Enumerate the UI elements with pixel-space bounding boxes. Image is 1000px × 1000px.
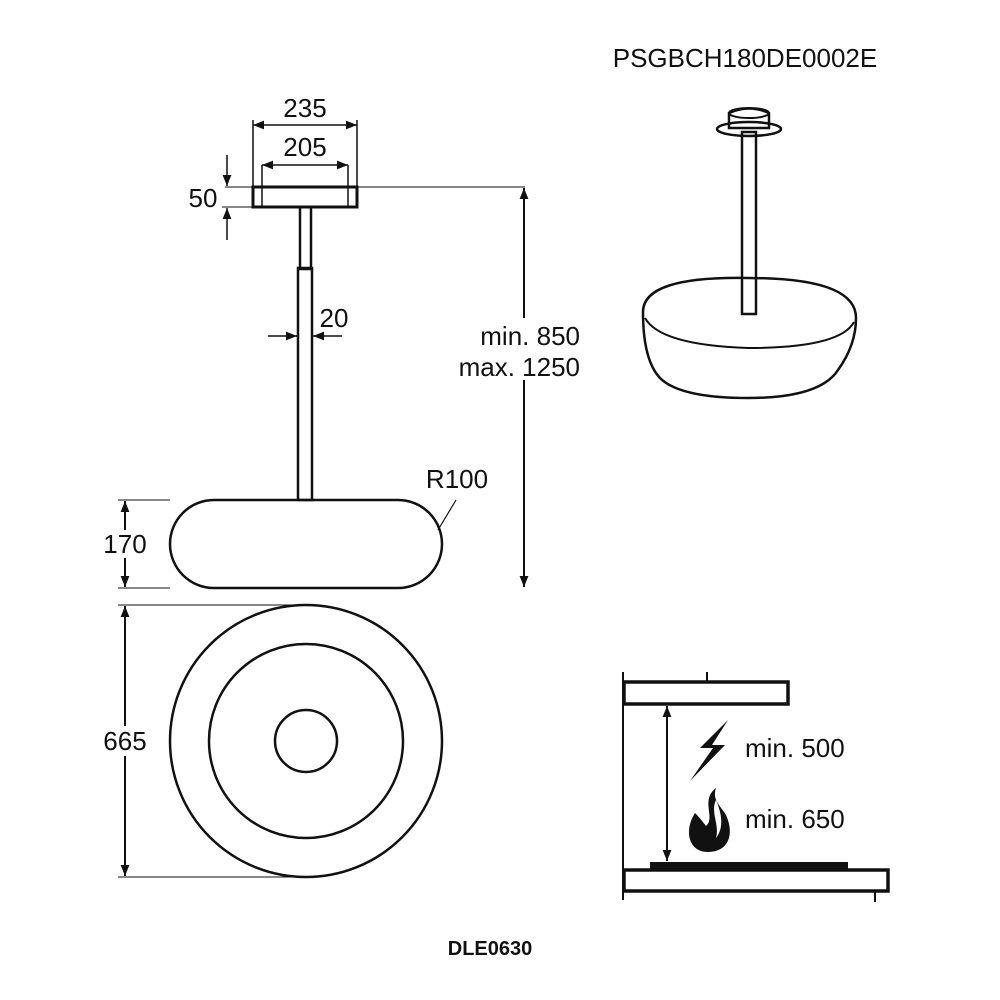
dim-50-label: 50 — [189, 183, 218, 213]
gas-clearance-label: min. 650 — [745, 804, 845, 834]
pole-upper — [298, 205, 313, 271]
lightning-icon — [690, 720, 728, 781]
pole-lower — [296, 266, 314, 502]
hob — [650, 862, 848, 869]
radius-label: R100 — [426, 464, 488, 494]
dim-20-label: 20 — [320, 303, 349, 333]
dim-665-label: 665 — [103, 726, 146, 756]
perspective-view — [641, 107, 858, 400]
height-min-label: min. 850 — [480, 321, 580, 351]
ceiling-plate — [251, 185, 359, 209]
clearance-diagram: min. 500 min. 650 — [622, 672, 890, 902]
cabinet — [622, 680, 790, 706]
height-max-label: max. 1250 — [459, 352, 580, 382]
side-view: 235 205 50 20 min. 850 max. 1250 R100 17… — [100, 93, 585, 590]
model-label: DLE0630 — [448, 938, 533, 960]
dim-235-label: 235 — [283, 93, 326, 123]
dim-170-label: 170 — [103, 529, 146, 559]
product-code: PSGBCH180DE0002E — [613, 43, 877, 73]
flame-icon — [688, 788, 730, 852]
dim-205-label: 205 — [283, 132, 326, 162]
top-view: 665 — [100, 603, 444, 879]
electric-clearance-label: min. 500 — [745, 733, 845, 763]
countertop — [622, 868, 890, 893]
hood-body-side — [168, 498, 444, 590]
